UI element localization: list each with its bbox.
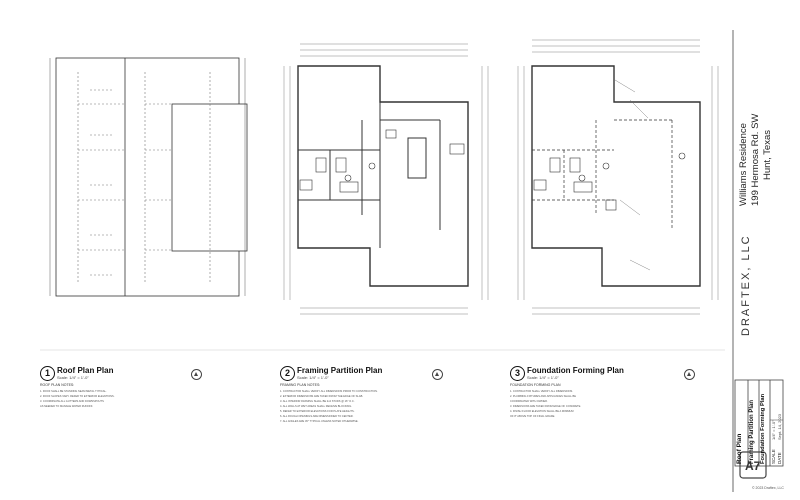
title-block-frame xyxy=(732,30,784,492)
plan-note: 5. REFER TO EXTERIOR ELEVATIONS FOR PLAT… xyxy=(280,410,355,413)
project-address-line1: 199 Hermosa Rd. SW xyxy=(750,113,761,206)
plan-number-1: 1 xyxy=(40,366,55,381)
scale-label: SCALE xyxy=(771,449,776,464)
plan-note: 3. DIMENSIONS ARE TAKEN FROM EDGE OF CON… xyxy=(510,405,582,408)
plan-note: COORDINATED WITH OWNER. xyxy=(510,400,548,403)
plan-note: 6. ALL ROUGH OPENINGS ARE DIMENSIONED TO… xyxy=(280,415,354,418)
plan-note: 4. FINISH FLOOR ELEVATION SHALL BE A MIN… xyxy=(510,410,574,413)
plan-note: 7. ALL ANGLES ARE 45° TYPICAL UNLESS NOT… xyxy=(280,420,359,423)
plan-title-1: Roof Plan Plan xyxy=(57,366,114,375)
plan-note: 2. ROOF SLOPES VARY. REFER TO EXTERIOR E… xyxy=(40,395,115,398)
plan-scale-1: Scale: 1/4" = 1'-0" xyxy=(57,375,89,380)
foundation-plan-drawing xyxy=(517,39,719,315)
plan-notes-title-2: FRAMING PLAN NOTES: xyxy=(280,383,321,387)
date-label: DATE xyxy=(777,452,782,464)
plan-note: 1. CONTRACTOR SHALL VERIFY ALL DIMENSION… xyxy=(280,390,378,393)
framing-plan-drawing xyxy=(283,43,489,315)
project-address-line2: Hunt, Texas xyxy=(762,130,773,180)
plan-notes-title-3: FOUNDATION FORMING PLAN xyxy=(510,383,561,387)
plan-note: 1. CONTRACTOR SHALL VERIFY ALL DIMENSION… xyxy=(510,390,573,393)
plan-note: 3. COORDINATE ALL GUTTERS AND DOWNSPOUTS xyxy=(40,400,104,403)
plan-note: 4. ALL WALLS AT WET AREAS SHALL RECEIVE … xyxy=(280,405,352,408)
north-arrow-icon xyxy=(684,369,695,380)
scale-value: 1/4" = 1'-0" xyxy=(771,420,776,440)
sheet-title-roof: Roof Plan xyxy=(736,433,743,464)
copyright: © 2023 Draftex, LLC xyxy=(752,486,784,490)
plan-title-3: Foundation Forming Plan xyxy=(527,366,624,375)
plan-note: OF 8" ABOVE TOP OF FINAL GRADE. xyxy=(510,415,556,418)
plan-scale-3: Scale: 1/4" = 1'-0" xyxy=(527,375,559,380)
plan-notes-title-1: ROOF PLAN NOTES: xyxy=(40,383,75,387)
date-value: Sept. 14, 2023 xyxy=(777,413,782,440)
plan-note: AS NEEDED TO MANAGE WATER RUNOFF. xyxy=(40,405,93,408)
roof-plan-drawing xyxy=(49,57,248,297)
plan-note: 3. ALL INTERIOR FRAMING SHALL BE 2x4 STU… xyxy=(280,400,355,403)
sheet-title-foundation: Foundation Forming Plan xyxy=(760,393,766,464)
project-name: Williams Residence xyxy=(738,123,749,206)
sheet-title-framing: Framing Partition Plan xyxy=(749,399,755,464)
sheet-number: A7 xyxy=(745,459,761,473)
plan-number-2: 2 xyxy=(280,366,295,381)
plan-scale-2: Scale: 1/4" = 1'-0" xyxy=(297,375,329,380)
plan-note: 2. PLUMBING FIXTURES AND APPLIANCES SHAL… xyxy=(510,395,576,398)
company-name: DRAFTEX, LLC xyxy=(740,234,752,336)
plan-note: 1. ROOF SHALL BE STANDING SEAM METAL TYP… xyxy=(40,390,107,393)
north-arrow-icon xyxy=(191,369,202,380)
plan-number-3: 3 xyxy=(510,366,525,381)
plan-title-2: Framing Partition Plan xyxy=(297,366,383,375)
plan-note: 2. EXTERIOR DIMENSIONS ARE TAKEN FROM TH… xyxy=(280,395,364,398)
north-arrow-icon xyxy=(432,369,443,380)
